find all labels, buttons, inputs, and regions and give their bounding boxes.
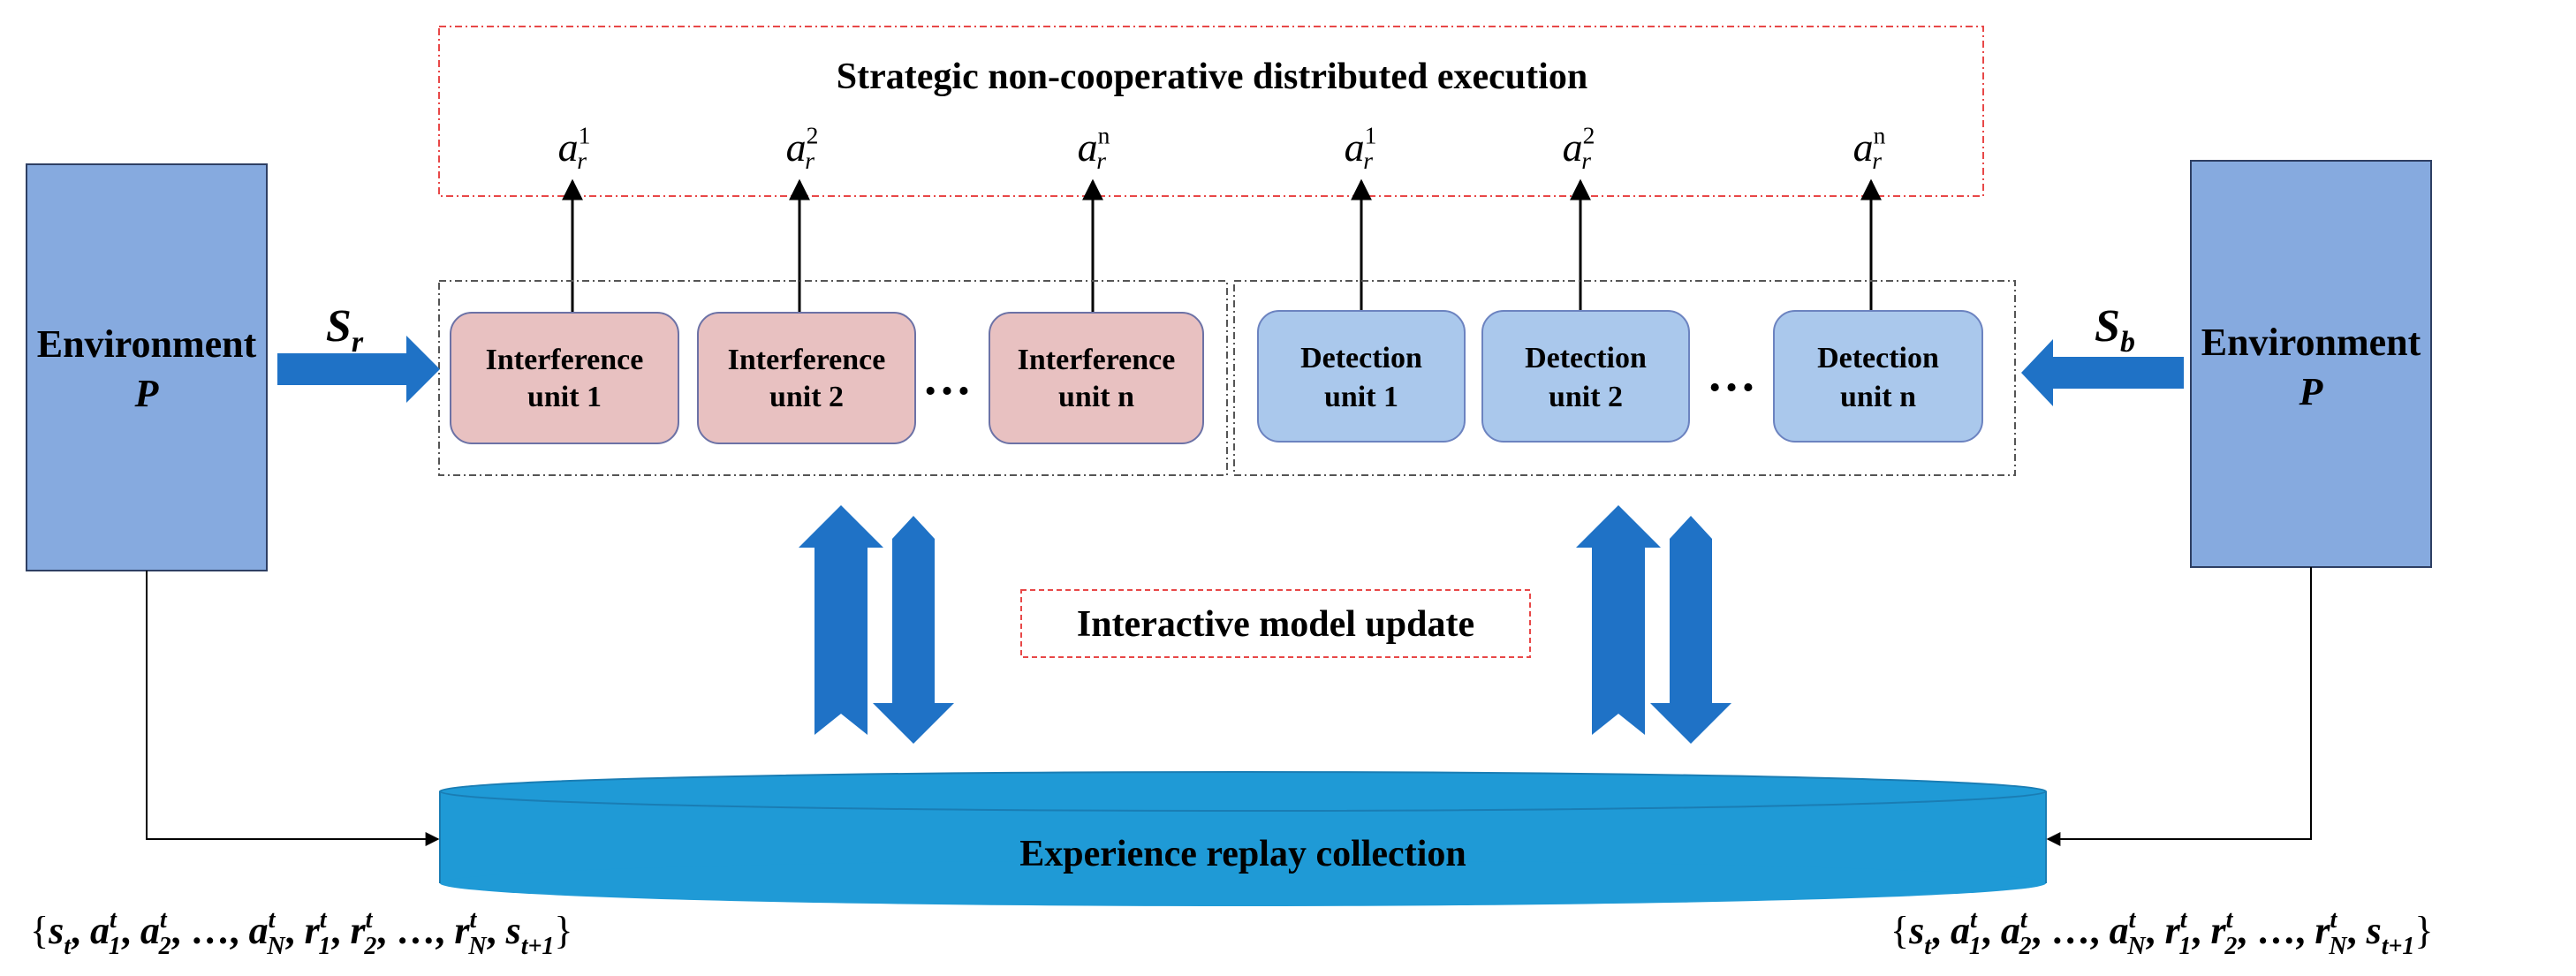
state-arrow-right-icon xyxy=(2021,339,2184,406)
execution-frame xyxy=(438,26,1984,197)
interference-unit-label-line1: Interference xyxy=(1018,344,1176,376)
transition-tuple-right: {st​, at1​, at2​, …, atN​, rt1​, rt2​, …… xyxy=(1890,906,2434,960)
interference-unit-label-line2: unit 2 xyxy=(769,381,844,413)
environment-box xyxy=(26,163,268,571)
detection-unit-label-line1: Detection xyxy=(1817,342,1939,375)
interactive-update-label: Interactive model update xyxy=(1077,604,1474,645)
feedback-line-left xyxy=(146,571,440,846)
detection-unit-n: Detection unit n xyxy=(1773,310,1983,443)
state-label-right: Sb xyxy=(2095,301,2135,359)
interference-unit-box xyxy=(989,312,1204,444)
interference-ellipsis: … xyxy=(922,351,972,405)
interference-unit-box xyxy=(697,312,916,444)
interference-group-frame xyxy=(438,280,1228,476)
transition-tuple-left: {st​, at1​, at2​, …, atN​, rt1​, rt2​, …… xyxy=(30,906,573,960)
environment-label: Environment xyxy=(2201,321,2421,364)
environment-box xyxy=(2190,160,2432,568)
detection-unit-2: Detection unit 2 xyxy=(1481,310,1690,443)
detection-unit-label-line2: unit n xyxy=(1840,381,1916,413)
detection-unit-box xyxy=(1481,310,1690,443)
update-up-arrow-icon xyxy=(799,505,883,735)
detection-unit-label-line1: Detection xyxy=(1300,342,1422,375)
state-label-left: Sr xyxy=(326,301,364,359)
interference-unit-1: Interference unit 1 xyxy=(450,312,679,444)
interference-unit-2: Interference unit 2 xyxy=(697,312,916,444)
replay-bottom xyxy=(440,860,2046,906)
interference-unit-label-line1: Interference xyxy=(486,344,644,376)
environment-symbol: P xyxy=(2299,370,2324,413)
interference-unit-label-line1: Interference xyxy=(728,344,886,376)
interference-unit-label-line2: unit n xyxy=(1058,381,1134,413)
update-down-arrow-icon xyxy=(873,516,954,744)
feedback-line-right xyxy=(2046,567,2312,846)
environment-symbol: P xyxy=(134,372,160,415)
state-arrow-left-icon xyxy=(277,336,440,403)
interference-unit-label-line2: unit 1 xyxy=(527,381,602,413)
interference-unit-n: Interference unit n xyxy=(989,312,1204,444)
interference-unit-box xyxy=(450,312,679,444)
update-down-arrow-icon xyxy=(1650,516,1731,744)
detection-unit-box xyxy=(1773,310,1983,443)
detection-unit-label-line2: unit 2 xyxy=(1549,381,1623,413)
replay-top xyxy=(439,771,2047,812)
environment-label: Environment xyxy=(37,322,257,366)
environment-left: Environment P xyxy=(26,163,268,571)
experience-replay-cylinder: Experience replay collection xyxy=(439,771,2047,906)
detection-unit-box xyxy=(1257,310,1466,443)
execution-title: Strategic non-cooperative distributed ex… xyxy=(837,57,1587,97)
update-up-arrow-icon xyxy=(1576,505,1661,735)
detection-unit-label-line2: unit 1 xyxy=(1324,381,1398,413)
detection-unit-1: Detection unit 1 xyxy=(1257,310,1466,443)
environment-right: Environment P xyxy=(2190,160,2432,568)
detection-group-frame xyxy=(1233,280,2016,476)
detection-ellipsis: … xyxy=(1707,347,1756,402)
replay-label: Experience replay collection xyxy=(1019,834,1466,874)
detection-unit-label-line1: Detection xyxy=(1525,342,1647,375)
interactive-update-frame xyxy=(1020,589,1531,658)
